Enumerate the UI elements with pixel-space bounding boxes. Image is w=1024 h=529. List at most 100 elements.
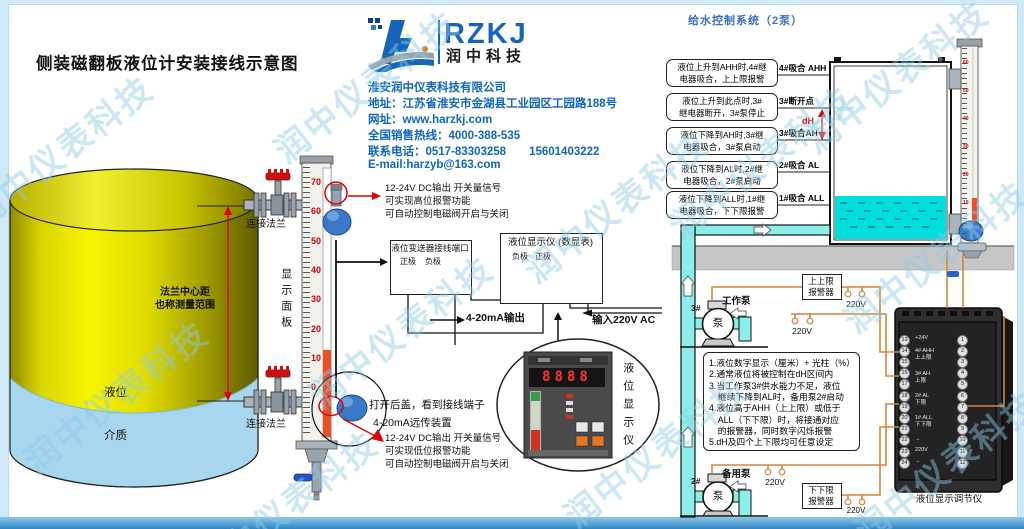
callout-box: 液位下降到AL时,2#继 电器吸合，2#泵启动 (666, 161, 778, 189)
footer-bar (0, 517, 1024, 529)
range-label-line2: 也称测量范围 (155, 300, 215, 311)
control-wiring (711, 250, 1005, 506)
gauge-scale-number-right: 10 (963, 200, 969, 206)
gauge-scale-number: 70 (311, 177, 322, 187)
notes-box (703, 352, 860, 451)
controller-terminal-right: 5 (957, 379, 968, 391)
controller-terminal-left: 16 (899, 368, 910, 380)
notes-line: 的报警器，同时数字闪烁报警 (709, 425, 833, 436)
low-alarm-note-3: 可自动控制电磁阀开启与关闭 (385, 459, 509, 470)
controller-terminal-left: 20 (899, 412, 910, 424)
v220-label-2: 220V (792, 326, 812, 336)
callout-tag: 2#吸合 AL (779, 160, 820, 170)
callout-box: 液位下降到AH时,3#继 电器吸合，3#泵启动 (666, 127, 778, 155)
gauge-scale-number-right: 40 (963, 116, 969, 122)
company-line: 全国销售热线：4000-388-535 (368, 130, 521, 142)
page-title: 侧装磁翻板液位计安装接线示意图 (36, 55, 299, 73)
notes-line: 4.液位高于AHH（上上限）或低于 (709, 403, 841, 414)
box1-positive-label: 正极 (400, 257, 416, 266)
controller-terminal-left: 21 (899, 424, 910, 436)
supply-pipes (680, 223, 831, 518)
work-pump-label: 工作泵 (722, 296, 751, 307)
controller-terminal-label: 3# AH 上限 (915, 371, 930, 384)
callout-tag: 4#吸合 AHH (779, 63, 827, 73)
controller-terminal-left: 14 (899, 345, 910, 357)
lower-alarm-label: 下下限 报警器 (808, 485, 834, 506)
company-line: 淮安润中仪表科技有限公司 (368, 82, 506, 94)
backup-pump-label: 备用泵 (722, 469, 751, 480)
callout-box: 液位上升到AHH时,4#继 电器吸合，上上限报警 (666, 59, 778, 87)
gauge-scale-number: 60 (311, 206, 322, 217)
gauge-ruler-right (962, 48, 967, 240)
callout-tag: 3#断开点 (779, 96, 814, 106)
low-alarm-note-2: 可实现低位报警功能 (385, 446, 471, 457)
work-pump-number: 3# (691, 303, 701, 313)
callout-box: 液位上升到此点时,3# 继电器断开，3#泵停止 (666, 93, 778, 121)
callout-box: 液位下降到ALL时,1#继 电器吸合，下下限报警 (666, 191, 778, 219)
water-tank (829, 57, 952, 245)
work-pump-char: 泵 (712, 317, 724, 329)
notes-line: 3.当工作泵3#供水能力不足，液位 (709, 380, 841, 391)
v220-label-1: 220V (846, 299, 866, 309)
v220-label-4: 220V (846, 506, 866, 515)
controller-terminal-right: 12 (957, 457, 968, 469)
gauge-scale-number: 50 (311, 235, 322, 246)
v220-label-3: 220V (765, 477, 785, 487)
backup-pump-char: 泵 (712, 490, 724, 502)
gauge-scale-number-right: 30 (963, 144, 969, 150)
display-terminal-box (500, 233, 603, 304)
high-alarm-note-2: 可实现高位报警功能 (385, 196, 471, 207)
floor-base (671, 245, 1015, 271)
gauge-scale-number: 40 (311, 264, 322, 275)
flange-label-top: 连接法兰 (246, 219, 286, 230)
gauge-scale-number-right: 20 (963, 172, 969, 178)
company-line: E-mail:harzyb@163.com (368, 159, 501, 171)
gauge-scale-number-right: 60 (963, 60, 969, 66)
gauge-scale-number: 30 (311, 294, 322, 305)
medium-label: 介质 (104, 430, 127, 442)
controller-terminal-label: 4# AHH 上上限 (915, 348, 934, 361)
notes-line: 继续下降到AL时，备用泵2#启动 (709, 391, 844, 402)
gauge-scale-number: 0 (311, 382, 317, 393)
controller-terminal-right: 1 (957, 334, 968, 346)
notes-line: ALL（下下限）时，将接通对应 (709, 414, 840, 425)
connection-pipe-top (243, 169, 305, 218)
controller-terminal-right: 6 (957, 390, 968, 402)
level-controller (894, 307, 1013, 493)
flange-label-bottom: 连接法兰 (246, 419, 286, 430)
controller-terminal-right: 8 (957, 412, 968, 424)
high-alarm-note-3: 可自动控制电磁阀开启与关闭 (385, 209, 509, 220)
range-label-line1: 法兰中心距 (160, 287, 210, 298)
led-display-digits: 8888 (542, 369, 592, 385)
controller-terminal-label: → (915, 436, 921, 442)
controller-terminal-left: 19 (899, 401, 910, 413)
notes-line: 2.通常液位将被控制在dH区间内 (709, 369, 834, 380)
company-line: 联系电话：0517-83303258 15601403222 (368, 146, 600, 158)
backup-pump (680, 473, 768, 517)
controller-terminal-left: 23 (899, 446, 910, 458)
box2-negative-label: 负极 (512, 252, 528, 261)
liquid-level-label: 液位 (104, 387, 127, 399)
input-220v-label: 输入220V AC (592, 314, 656, 326)
logo-subtitle: 润中科技 (446, 48, 527, 65)
logo-divider (438, 20, 440, 64)
callout-tag: 3#吸合AH (779, 128, 818, 138)
controller-terminal-right: 9 (957, 424, 968, 436)
box2-positive-label: 正极 (535, 252, 551, 261)
company-line: 网址：www.harzkj.com (368, 114, 493, 126)
display-instrument-label: 液位显示仪 (621, 362, 634, 452)
logo-mark (366, 16, 436, 72)
notes-line: 5.dH及四个上下限均可任意设定 (709, 437, 834, 448)
remote-device-note: 4-20mA远传装置 (373, 417, 452, 429)
dh-label: dH (802, 116, 814, 126)
controller-terminal-right: 2 (957, 345, 968, 357)
right-panel-title: 给水控制系统（2泵） (688, 15, 804, 27)
controller-terminal-left: 15 (899, 356, 910, 368)
controller-terminal-label: 220V (915, 447, 928, 453)
callout-tag: 1#吸合 ALL (779, 193, 825, 203)
controller-terminal-right: 7 (957, 401, 968, 413)
transmitter-box-title: 液位变送器接线端口 (391, 243, 469, 253)
low-alarm-note-1: 12-24V DC输出 开关量信号 (385, 433, 502, 444)
